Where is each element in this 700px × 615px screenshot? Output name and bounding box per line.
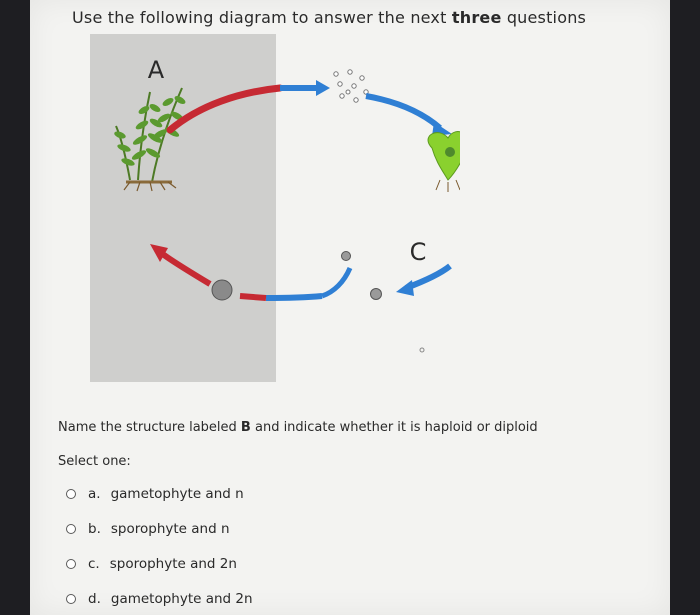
- radio-b-icon[interactable]: [66, 524, 76, 534]
- red-arrow-top: [166, 84, 284, 134]
- blue-arrow-c: [404, 263, 452, 291]
- select-one-label: Select one:: [58, 454, 131, 469]
- zygote: [211, 279, 233, 301]
- fern-life-cycle-diagram: A B C: [90, 34, 460, 382]
- sperm-cell: [341, 251, 351, 261]
- egg-cell: [370, 288, 382, 300]
- label-c: C: [410, 238, 427, 266]
- question-text: Name the structure labeled B and indicat…: [58, 420, 538, 435]
- fern-sporophyte-illustration: [114, 87, 186, 192]
- blue-arrow-bottom: [265, 293, 323, 301]
- option-b[interactable]: b. sporophyte and n: [66, 521, 230, 537]
- radio-c-icon[interactable]: [66, 559, 76, 569]
- red-arrow-bottom: [239, 293, 267, 301]
- instruction-heading: Use the following diagram to answer the …: [72, 8, 587, 27]
- gametophyte-prothallus-illustration: [427, 131, 460, 192]
- diploid-shaded-region: [90, 34, 276, 382]
- spores-cluster: [333, 69, 369, 103]
- option-c[interactable]: c. sporophyte and 2n: [66, 556, 237, 572]
- radio-a-icon[interactable]: [66, 489, 76, 499]
- option-a[interactable]: a. gametophyte and n: [66, 486, 244, 502]
- option-d[interactable]: d. gametophyte and 2n: [66, 591, 253, 607]
- small-dot: [419, 347, 425, 353]
- label-a: A: [148, 56, 165, 84]
- blue-arrow-to-b: [365, 93, 442, 131]
- quiz-screen: Use the following diagram to answer the …: [30, 0, 670, 615]
- radio-d-icon[interactable]: [66, 594, 76, 604]
